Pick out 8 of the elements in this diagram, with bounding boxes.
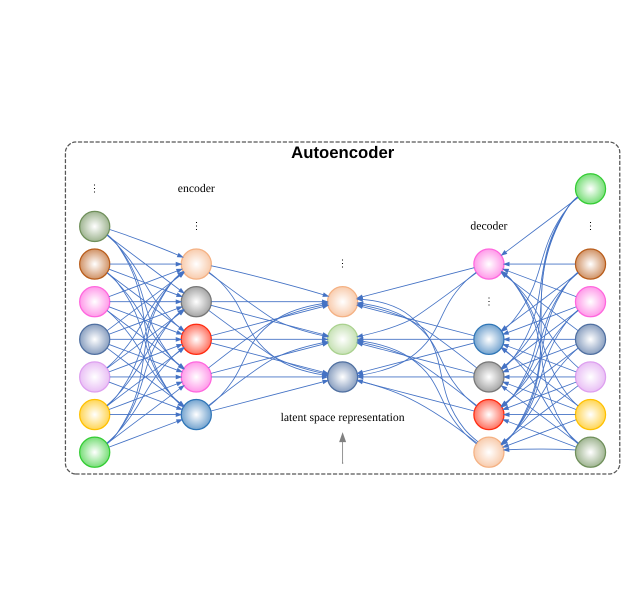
label: ⋮ — [90, 182, 100, 194]
label: ⋮ — [484, 296, 494, 307]
label: encoder — [178, 181, 215, 194]
label: ⋮ — [338, 258, 348, 270]
label: ⋮ — [586, 220, 596, 232]
node-text: latent space representation — [280, 410, 405, 424]
label: decoder — [470, 219, 508, 232]
label: ⋮ — [191, 220, 202, 232]
